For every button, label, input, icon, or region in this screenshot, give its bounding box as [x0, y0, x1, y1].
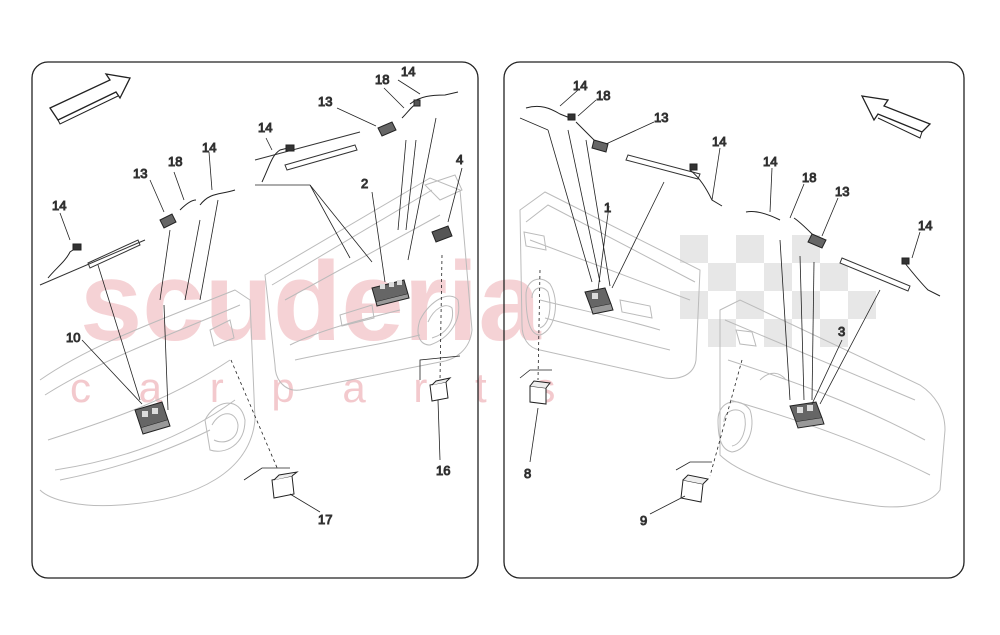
- switch-4: [431, 225, 453, 243]
- connector-13: [591, 139, 827, 249]
- callout-14: 14: [258, 120, 272, 135]
- trim-strip: [625, 154, 911, 292]
- callout-14: 14: [763, 154, 777, 169]
- trim-strip: [39, 131, 361, 286]
- callout-14: 14: [712, 134, 726, 149]
- callout-3: 3: [838, 324, 845, 339]
- callout-1: 1: [604, 200, 611, 215]
- connector-18: [575, 121, 813, 235]
- callout-9: 9: [640, 513, 647, 528]
- callout-2: 2: [361, 176, 368, 191]
- direction-arrow-icon: [49, 73, 131, 125]
- callout-18: 18: [802, 170, 816, 185]
- left-panel: 14 18 13 14 14 13 18 14 2 4 10 16 17: [39, 64, 473, 528]
- control-module-17: [271, 471, 299, 499]
- connector-18: [179, 99, 421, 211]
- right-panel: 14 18 13 14 1 14 18 13 14 3 8 9: [519, 78, 946, 529]
- control-module-9: [680, 474, 710, 503]
- callout-14: 14: [918, 218, 932, 233]
- front-door-panel-right: [519, 191, 701, 379]
- callout-10: 10: [66, 330, 80, 345]
- rear-door-panel-right: [717, 299, 946, 508]
- window-switch-10: [134, 401, 171, 435]
- callout-4: 4: [456, 152, 463, 167]
- connector-13: [159, 121, 397, 229]
- callout-13: 13: [318, 94, 332, 109]
- wiring-harness-14: [525, 105, 941, 297]
- wiring-harness-14: [47, 91, 459, 279]
- callout-14: 14: [202, 140, 216, 155]
- watermark-sub: c a r p a r t s: [70, 364, 573, 411]
- control-module-16: [429, 377, 452, 402]
- window-switch-panel-2: [371, 279, 410, 307]
- window-switch-1: [584, 287, 614, 315]
- direction-arrow-icon: [860, 95, 932, 139]
- leader-lines: [59, 79, 463, 513]
- watermark-brand: scuderia: [80, 239, 541, 364]
- callout-17: 17: [318, 512, 332, 527]
- callout-13: 13: [835, 184, 849, 199]
- callout-14: 14: [52, 198, 66, 213]
- callout-18: 18: [168, 154, 182, 169]
- left-panel-frame: [31, 61, 479, 579]
- callout-14: 14: [573, 78, 587, 93]
- callout-18: 18: [375, 72, 389, 87]
- window-switch-3: [789, 401, 825, 429]
- callout-13: 13: [133, 166, 147, 181]
- callout-14: 14: [401, 64, 415, 79]
- callout-13: 13: [654, 110, 668, 125]
- rear-door-panel-left: [39, 289, 256, 507]
- callout-18: 18: [596, 88, 610, 103]
- right-panel-frame: [503, 61, 965, 579]
- leader-lines: [519, 89, 921, 515]
- callout-8: 8: [524, 466, 531, 481]
- control-module-8: [529, 380, 551, 405]
- callout-16: 16: [436, 463, 450, 478]
- watermark-checker: [680, 235, 876, 347]
